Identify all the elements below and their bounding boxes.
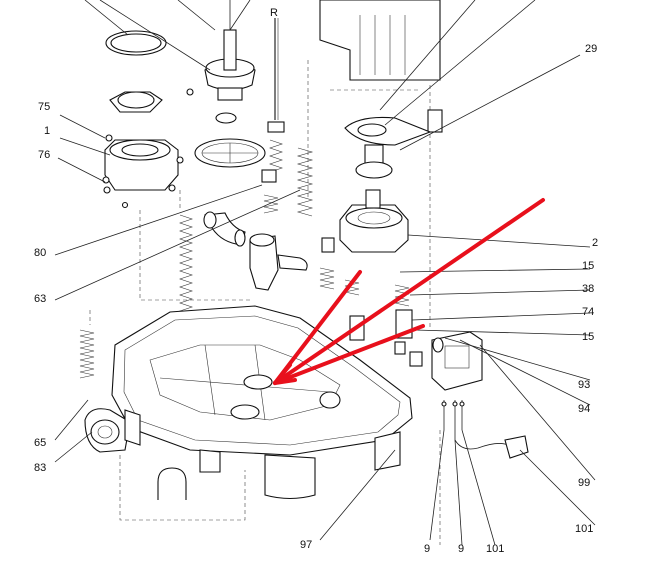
- label-74: 74: [582, 306, 594, 318]
- mounting-plate: [344, 116, 432, 146]
- label-99: 99: [578, 477, 590, 489]
- label-63: 63: [34, 293, 46, 305]
- motor-left: [104, 139, 179, 191]
- u-hose: [157, 467, 187, 500]
- part-labels: 75 1 76 80 63 65 83 97 29 2 15 38 74 15 …: [34, 7, 598, 555]
- gear-hub-right: [355, 144, 393, 179]
- label-93: 93: [578, 379, 590, 391]
- label-9a: 9: [424, 543, 430, 555]
- control-box: [409, 331, 483, 391]
- label-80: 80: [34, 247, 46, 259]
- label-15b: 15: [582, 331, 594, 343]
- label-29: 29: [585, 43, 597, 55]
- leader-lines: [54, 0, 596, 546]
- red-arrows: [273, 198, 545, 385]
- label-83: 83: [34, 462, 46, 474]
- label-94: 94: [578, 403, 590, 415]
- base-tub: [111, 305, 413, 500]
- assembly-guide-lines: [89, 60, 441, 545]
- agitator-hub: [109, 91, 163, 113]
- power-cord: [441, 400, 529, 459]
- label-r: R: [270, 7, 278, 19]
- label-101a: 101: [575, 523, 593, 535]
- label-97: 97: [300, 539, 312, 551]
- label-65: 65: [34, 437, 46, 449]
- pipe-elbow: [203, 211, 246, 247]
- label-9b: 9: [458, 543, 464, 555]
- spring-stack-left: [79, 329, 95, 379]
- label-101b: 101: [486, 543, 504, 555]
- rod-r: [274, 18, 279, 120]
- label-15a: 15: [582, 260, 594, 272]
- belt-ring: [105, 30, 167, 56]
- spring-stack-center: [261, 121, 314, 217]
- upper-pulley: [204, 0, 256, 124]
- drive-wheel: [194, 138, 266, 168]
- label-75: 75: [38, 101, 50, 113]
- small-bolts: [102, 88, 194, 209]
- valve-body: [249, 233, 308, 291]
- label-38: 38: [582, 283, 594, 295]
- label-2: 2: [592, 237, 598, 249]
- label-1: 1: [44, 125, 50, 137]
- motor-right: [339, 189, 409, 253]
- cabinet-panel: [319, 0, 443, 330]
- label-76: 76: [38, 149, 50, 161]
